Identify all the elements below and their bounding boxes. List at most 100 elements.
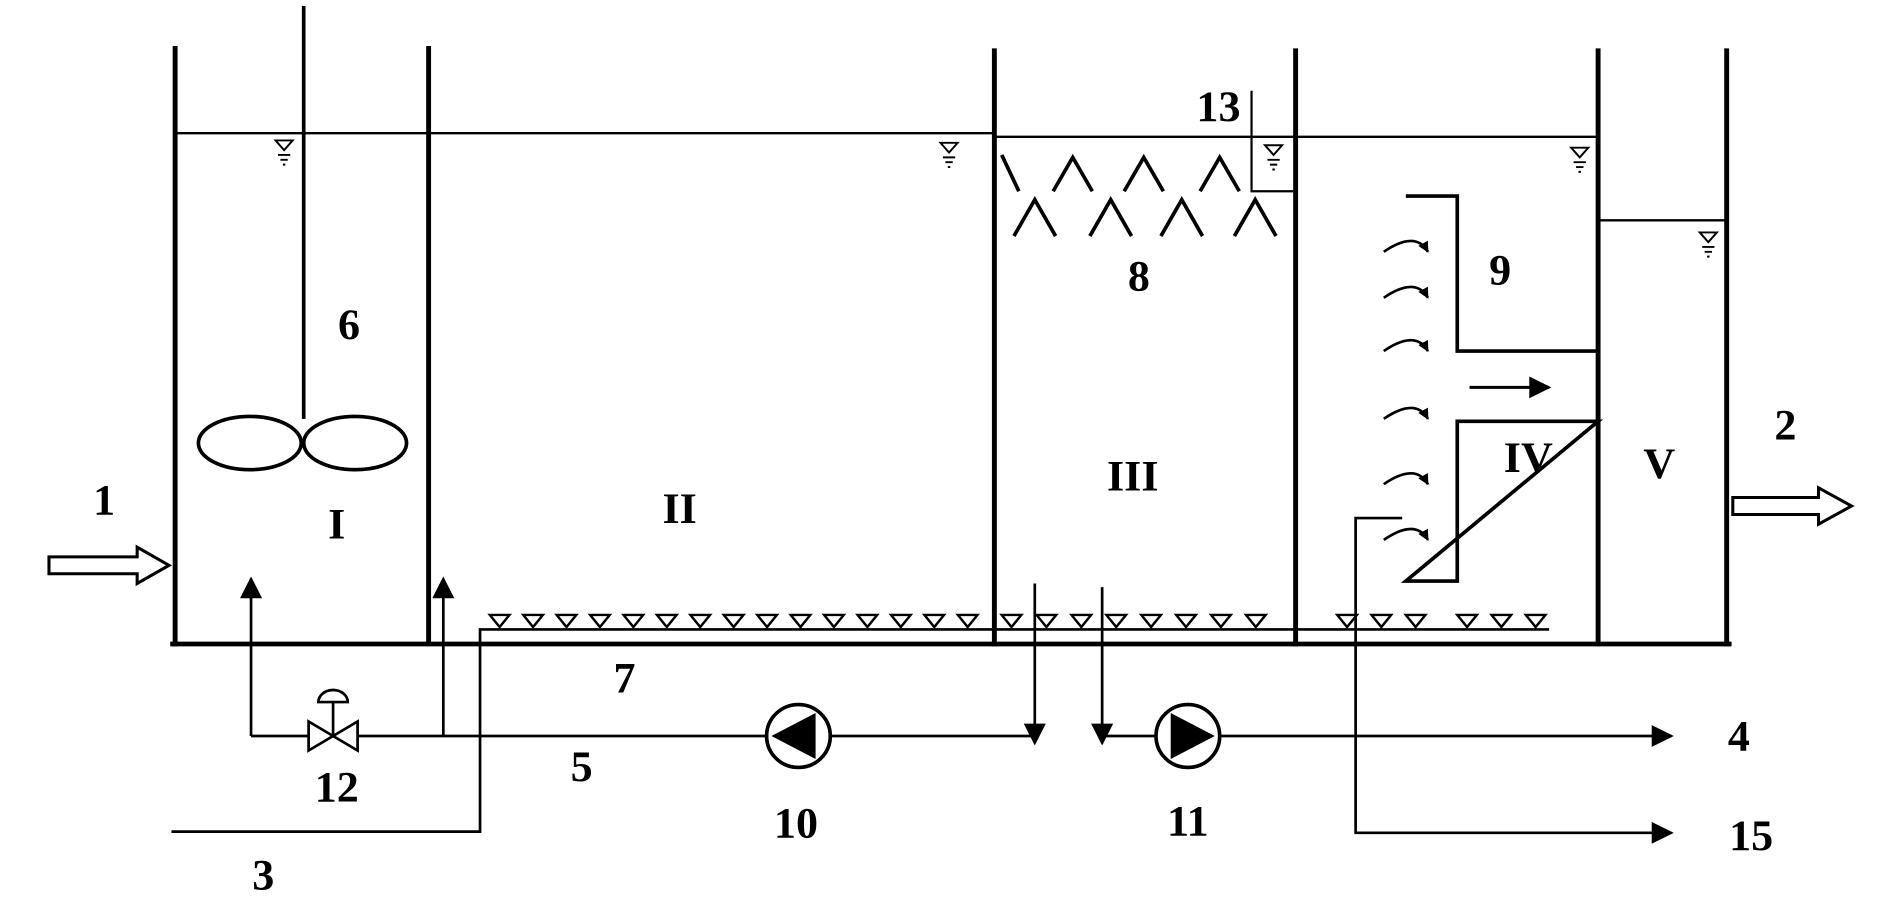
valve-actuator [317, 688, 350, 704]
collector-pipe [1400, 194, 1604, 583]
diffuser-nozzle [1403, 613, 1428, 629]
mixer-blade-right [301, 414, 409, 472]
water-level-dashes [1702, 245, 1715, 258]
label-inlet: 1 [93, 477, 115, 525]
diffuser-nozzle [1208, 613, 1234, 629]
diffuser-nozzle [1103, 613, 1129, 629]
water-level-dashes [277, 153, 291, 166]
diffuser-nozzle [1334, 613, 1360, 629]
packing-element [1051, 153, 1094, 193]
water-level-dashes [942, 156, 956, 169]
diffuser-nozzle [587, 613, 613, 629]
air-supply-pipe [171, 628, 1550, 833]
diffuser-nozzle [1068, 613, 1094, 629]
water-level-triangle [1697, 231, 1720, 244]
pump-return-triangle [771, 713, 816, 759]
packing-element [1232, 196, 1278, 237]
inflow-arrow [1383, 527, 1430, 541]
tank-structure [170, 46, 1732, 647]
water-level-symbol [1568, 146, 1591, 173]
diffuser-nozzle [654, 613, 680, 629]
water-level-triangle [1262, 144, 1285, 157]
packing-element [1198, 153, 1241, 193]
label-drain: 15 [1729, 812, 1773, 860]
pump-discharge [1154, 702, 1222, 770]
water-level-symbols [273, 139, 1720, 258]
inflow-arrow [1383, 239, 1430, 253]
label-discharge: 4 [1728, 713, 1750, 761]
water-level-dashes [1573, 161, 1586, 173]
diffuser-nozzle [1173, 613, 1199, 629]
label-packing: 8 [1128, 253, 1150, 301]
diffuser-nozzle [821, 613, 847, 629]
diffuser-nozzle [687, 613, 713, 629]
pump-discharge-triangle [1170, 713, 1215, 759]
diffuser-nozzle [1489, 613, 1514, 629]
valve-body-left [307, 719, 336, 753]
label-diffuser: 7 [614, 655, 636, 703]
diffuser-nozzle [1243, 613, 1269, 629]
pump-return [764, 702, 833, 770]
return-line [240, 576, 1046, 746]
labels: 1 2 3 4 5 6 7 8 9 10 11 12 13 15 I II II… [93, 83, 1796, 899]
label-mixer: 6 [338, 301, 360, 349]
inflow-arrow [1383, 406, 1430, 420]
diffuser-nozzle [721, 613, 746, 629]
diffuser-nozzle [520, 613, 546, 629]
water-level-triangle [273, 139, 295, 152]
label-zone-5: V [1643, 440, 1675, 488]
water-level-symbol [273, 139, 295, 166]
collector-body [1400, 194, 1604, 583]
diffuser-nozzle [754, 613, 780, 629]
water-level-dashes [1267, 158, 1280, 171]
packing-media [1000, 153, 1278, 237]
label-zone-4: IV [1504, 434, 1553, 482]
water-level-symbol [938, 141, 960, 169]
water-level-triangle [1568, 146, 1591, 159]
label-air-inlet: 3 [252, 852, 274, 900]
label-overflow: 13 [1196, 83, 1240, 131]
overflow-weir [1250, 90, 1294, 193]
valve [307, 688, 359, 753]
label-pump-return: 10 [774, 800, 818, 848]
label-pump-discharge: 11 [1167, 797, 1209, 845]
inflow-arrow [1383, 338, 1430, 353]
diffuser-nozzle [487, 613, 512, 629]
discharge-line [1091, 587, 1674, 747]
diffuser-row [487, 613, 1548, 629]
mixer-blade-left [196, 414, 304, 472]
label-valve: 12 [315, 764, 359, 812]
drain-line [1354, 516, 1674, 844]
label-return-line: 5 [571, 743, 593, 791]
diffuser-nozzle [788, 613, 813, 629]
diffuser-nozzle [1034, 613, 1059, 629]
label-zone-1: I [328, 501, 345, 549]
label-zone-2: II [662, 485, 696, 533]
water-level-symbol [1262, 144, 1285, 171]
inflow-arrow [1383, 285, 1430, 299]
diffuser-nozzle [554, 613, 579, 629]
diffuser-nozzle [1368, 613, 1394, 629]
packing-element [1159, 196, 1205, 237]
outlet-arrow [1731, 485, 1855, 527]
water-levels [175, 131, 1727, 222]
diffuser-nozzle [1523, 613, 1548, 629]
water-level-triangle [938, 141, 960, 154]
label-zone-3: III [1107, 452, 1158, 500]
diffuser-nozzle [999, 613, 1024, 629]
inlet-arrow [47, 544, 173, 587]
diffuser-nozzle [855, 613, 880, 629]
water-level-symbol [1697, 231, 1720, 258]
diffuser-nozzle [955, 613, 981, 629]
diffuser-nozzle [888, 613, 914, 629]
label-outlet: 2 [1774, 402, 1796, 450]
label-collector: 9 [1489, 247, 1511, 295]
packing-element [1122, 153, 1165, 193]
diffuser-nozzle [1454, 613, 1480, 629]
collector-inflow-arrows [1383, 239, 1430, 541]
inflow-arrow [1383, 471, 1430, 486]
diffuser-nozzle [1138, 613, 1164, 629]
packing-element [1012, 196, 1058, 237]
packing-element [1088, 196, 1134, 237]
